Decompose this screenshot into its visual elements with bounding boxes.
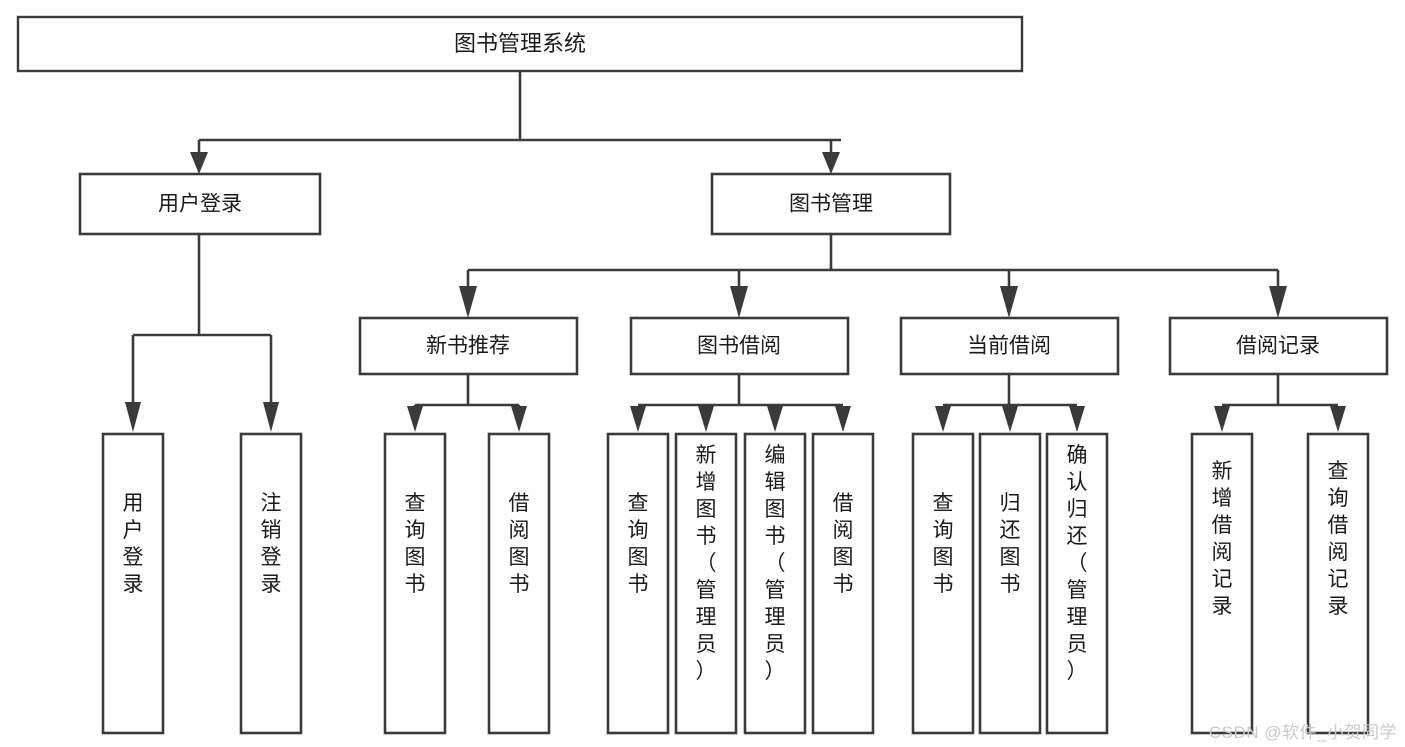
arrow-currentborrow-leaf-1 (935, 406, 951, 432)
node-current-borrow-box[interactable] (899, 316, 1120, 376)
arrow-bookmanage-to-currentborrow (1000, 286, 1018, 318)
csdn-watermark: CSDN @软件_小贺同学 (1208, 723, 1397, 742)
node-borrow-record-box[interactable] (1168, 316, 1389, 376)
node-leaf-borrow-edit-book[interactable]: 编辑图书（管理员） (743, 432, 807, 735)
node-leaf-rec-query-book[interactable]: 查询图书 (383, 432, 447, 735)
node-leaf-borrow-add-book-box[interactable] (674, 432, 738, 735)
node-new-book-rec-box[interactable] (358, 316, 579, 376)
arrow-currentborrow-leaf-3 (1069, 406, 1085, 432)
node-leaf-user-logout[interactable]: 注销登录 (239, 432, 303, 735)
node-leaf-cur-return-book[interactable]: 归还图书 (978, 432, 1042, 735)
node-root-box[interactable] (16, 15, 1024, 73)
node-leaf-borrow-borrow-book-label: 借阅图书 (833, 492, 854, 596)
node-leaf-borrow-query-book-label: 查询图书 (628, 492, 649, 596)
node-leaf-rec-borrow-book-label: 借阅图书 (509, 492, 530, 596)
arrow-bookborrow-leaf-4 (835, 406, 851, 432)
node-leaf-user-logout-box[interactable] (239, 432, 303, 735)
arrow-bookborrow-leaf-2 (698, 406, 714, 432)
node-leaf-cur-query-book-label: 查询图书 (933, 492, 954, 596)
connectors-group (125, 71, 1346, 432)
node-leaf-borrow-add-book[interactable]: 新增图书（管理员） (674, 432, 738, 735)
node-leaf-cur-query-book-box[interactable] (911, 432, 975, 735)
arrow-borrowrecord-leaf-2 (1330, 406, 1346, 432)
node-leaf-rec-add-record-label: 新增借阅记录 (1212, 460, 1233, 618)
node-leaf-rec-query-record-label: 查询借阅记录 (1328, 460, 1349, 618)
node-leaf-rec-query-book-box[interactable] (383, 432, 447, 735)
node-leaf-cur-query-book[interactable]: 查询图书 (911, 432, 975, 735)
node-leaf-borrow-edit-book-box[interactable] (743, 432, 807, 735)
node-leaf-borrow-borrow-book[interactable]: 借阅图书 (811, 432, 875, 735)
node-leaf-user-login-box[interactable] (101, 432, 165, 735)
node-book-borrow-label: 图书借阅 (697, 335, 781, 358)
arrow-bookmanage-to-bookborrow (730, 286, 748, 318)
node-current-borrow-label: 当前借阅 (967, 335, 1051, 358)
arrow-bookmanage-to-newbook (459, 286, 477, 318)
node-leaf-cur-confirm-return-box[interactable] (1045, 432, 1109, 735)
arrow-borrowrecord-leaf-1 (1214, 406, 1230, 432)
node-leaf-borrow-edit-book-label: 编辑图书（管理员） (765, 444, 786, 683)
node-new-book-rec[interactable]: 新书推荐 (358, 316, 579, 376)
node-borrow-record[interactable]: 借阅记录 (1168, 316, 1389, 376)
node-leaf-borrow-borrow-book-box[interactable] (811, 432, 875, 735)
node-leaf-user-logout-label: 注销登录 (261, 492, 282, 596)
node-leaf-rec-add-record[interactable]: 新增借阅记录 (1190, 432, 1254, 735)
node-leaf-borrow-query-book-box[interactable] (606, 432, 670, 735)
node-book-manage-label: 图书管理 (789, 193, 873, 216)
node-current-borrow[interactable]: 当前借阅 (899, 316, 1120, 376)
node-leaf-cur-return-book-box[interactable] (978, 432, 1042, 735)
node-leaf-rec-query-book-label: 查询图书 (405, 492, 426, 596)
arrow-currentborrow-leaf-2 (1002, 406, 1018, 432)
node-book-manage-box[interactable] (710, 172, 952, 236)
arrow-root-to-book-manage (822, 152, 840, 174)
arrow-bookmanage-to-borrowrecord (1269, 286, 1287, 318)
node-book-borrow-box[interactable] (629, 316, 850, 376)
node-leaf-rec-borrow-book[interactable]: 借阅图书 (487, 432, 551, 735)
arrow-bookborrow-leaf-1 (630, 406, 646, 432)
arrow-root-to-user-login (190, 152, 208, 174)
node-book-borrow[interactable]: 图书借阅 (629, 316, 850, 376)
arrow-newbook-leaf-1 (407, 406, 423, 432)
node-leaf-rec-add-record-box[interactable] (1190, 432, 1254, 735)
node-leaf-borrow-add-book-label: 新增图书（管理员） (696, 444, 717, 683)
node-leaf-cur-confirm-return[interactable]: 确认归还（管理员） (1045, 432, 1109, 735)
node-new-book-rec-label: 新书推荐 (426, 335, 510, 358)
node-leaf-cur-confirm-return-label: 确认归还（管理员） (1067, 444, 1088, 683)
node-root-label: 图书管理系统 (454, 31, 586, 56)
arrow-newbook-leaf-2 (511, 406, 527, 432)
node-leaf-borrow-query-book[interactable]: 查询图书 (606, 432, 670, 735)
node-leaf-rec-borrow-book-box[interactable] (487, 432, 551, 735)
node-book-manage[interactable]: 图书管理 (710, 172, 952, 236)
node-leaf-cur-return-book-label: 归还图书 (1000, 492, 1021, 596)
node-borrow-record-label: 借阅记录 (1236, 335, 1320, 358)
node-leaf-user-login[interactable]: 用户登录 (101, 432, 165, 735)
node-user-login[interactable]: 用户登录 (78, 172, 322, 236)
arrow-bookborrow-leaf-3 (767, 406, 783, 432)
node-leaf-rec-query-record[interactable]: 查询借阅记录 (1306, 432, 1370, 735)
arrow-userlogin-leaf-1 (125, 402, 141, 432)
arrow-userlogin-leaf-2 (263, 402, 279, 432)
node-user-login-box[interactable] (78, 172, 322, 236)
node-leaf-rec-query-record-box[interactable] (1306, 432, 1370, 735)
node-leaf-user-login-label: 用户登录 (123, 492, 144, 596)
node-root[interactable]: 图书管理系统 (16, 15, 1024, 73)
node-user-login-label: 用户登录 (158, 193, 242, 216)
